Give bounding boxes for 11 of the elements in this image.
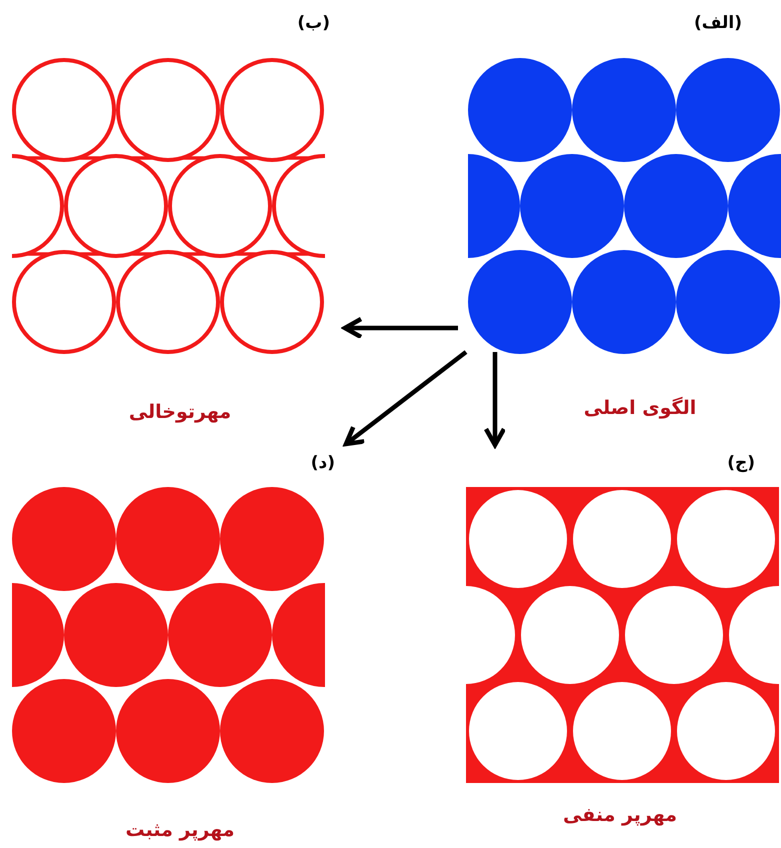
arrow bbox=[484, 352, 506, 448]
arrow bbox=[344, 350, 468, 446]
panel-heading: (ب) bbox=[297, 12, 330, 34]
panel-heading: (الف) bbox=[694, 12, 742, 34]
panel-caption: مهرتوخالی bbox=[128, 400, 232, 425]
panel-caption: مهرپر منفی bbox=[562, 803, 678, 828]
panel-heading: (ج) bbox=[727, 452, 755, 474]
panel-heading: (د) bbox=[310, 452, 335, 474]
panel-caption: مهرپر مثبت bbox=[124, 818, 236, 843]
panel-caption: الگوی اصلی bbox=[582, 396, 698, 421]
arrow bbox=[342, 316, 458, 340]
